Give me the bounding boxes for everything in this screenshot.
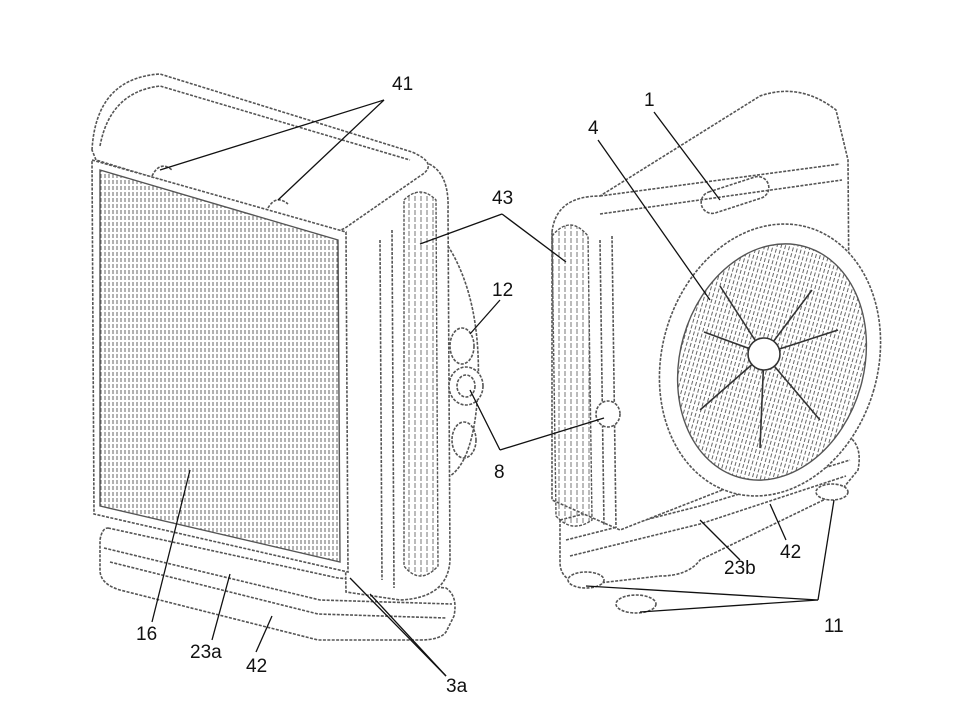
foot-3 [815, 483, 849, 501]
left-handle-2 [267, 199, 289, 209]
left-handle-1 [151, 165, 173, 177]
right-control-knob [595, 400, 621, 428]
label-43: 43 [492, 188, 513, 209]
label-23b: 23b [724, 558, 756, 579]
leader-lines [151, 99, 835, 677]
left-heater [91, 73, 484, 641]
foot-1 [567, 571, 605, 589]
reference-labels: 41 1 4 43 12 8 16 23a 42 3a 23b 42 11 [136, 74, 844, 697]
label-41: 41 [392, 74, 413, 95]
label-23a: 23a [190, 642, 222, 663]
label-12: 12 [492, 280, 513, 301]
right-heater [551, 90, 882, 614]
left-front-grille [99, 169, 341, 563]
label-42-right: 42 [780, 542, 801, 563]
label-11: 11 [824, 616, 844, 637]
left-control-knob [448, 327, 484, 459]
label-4: 4 [588, 118, 599, 139]
left-base [99, 527, 456, 641]
label-42-left: 42 [246, 656, 267, 677]
label-3a: 3a [446, 676, 468, 697]
foot-2 [615, 594, 657, 614]
right-side-grille [551, 224, 593, 527]
label-8: 8 [494, 462, 505, 483]
label-1: 1 [644, 90, 655, 111]
fan-blades [699, 285, 839, 449]
label-16: 16 [136, 624, 157, 645]
left-side-grille [403, 191, 439, 577]
top-slot [700, 175, 770, 215]
